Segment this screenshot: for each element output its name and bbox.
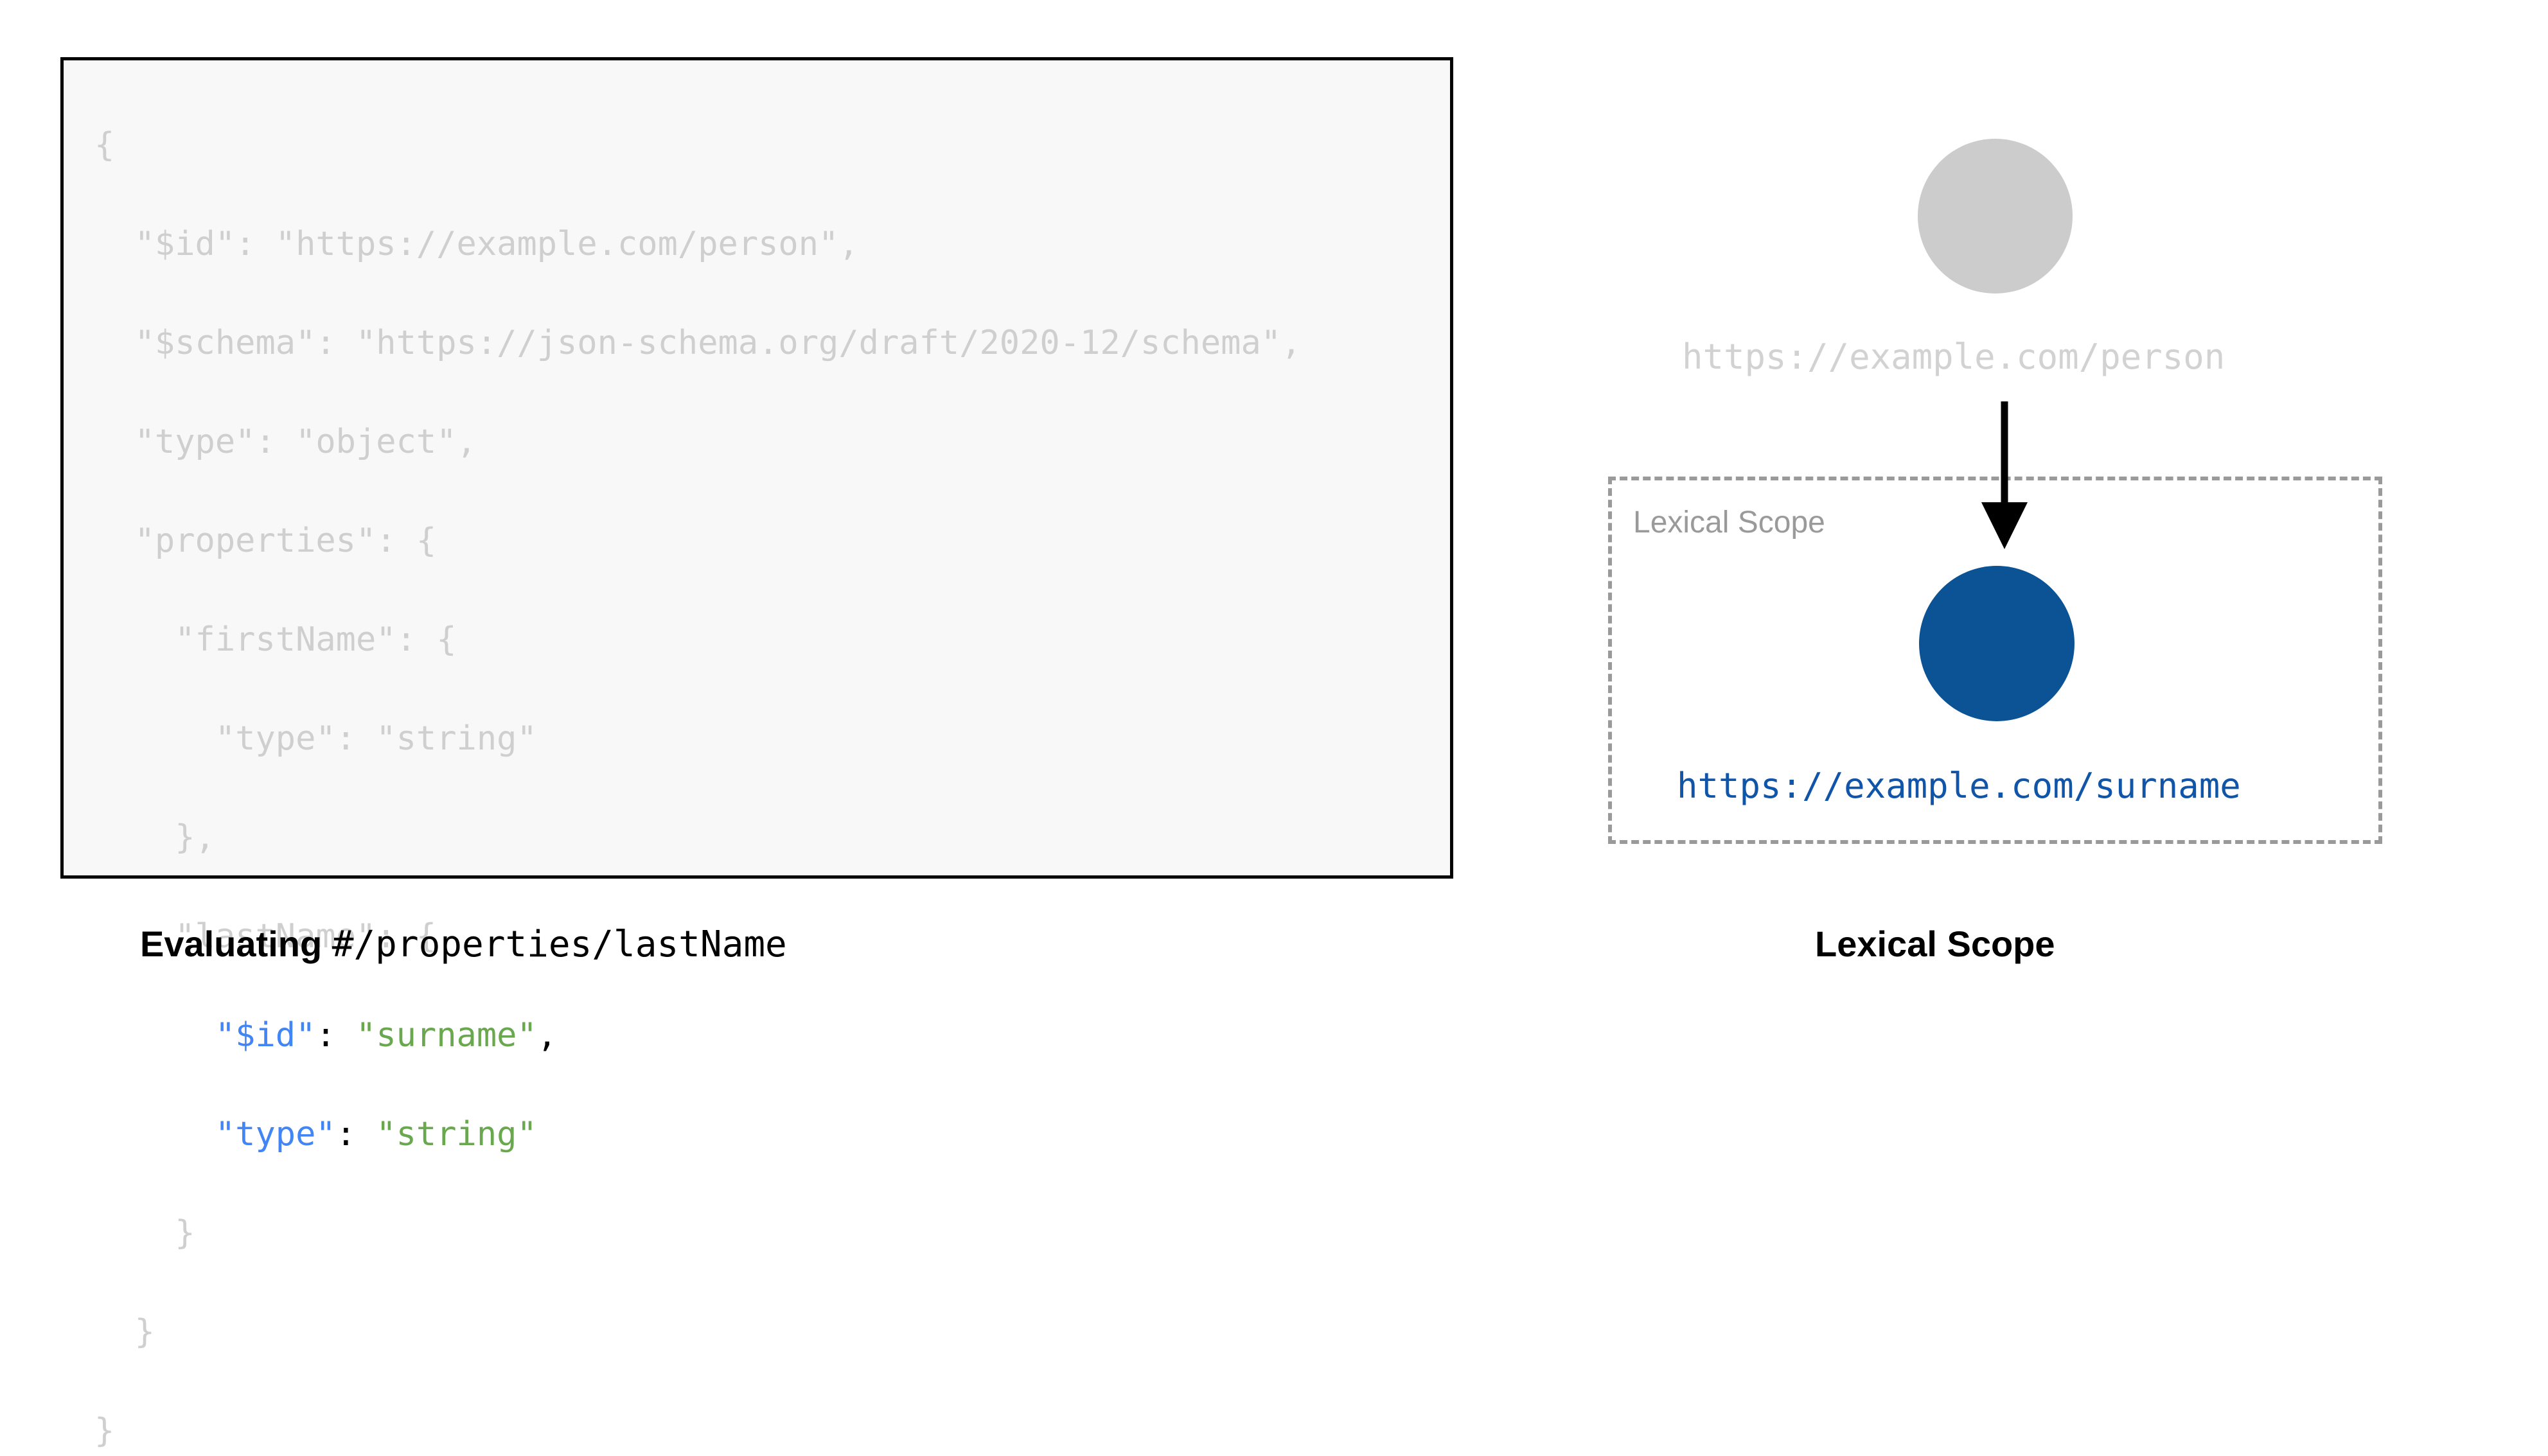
json-schema-code: { "$id": "https://example.com/person", "…	[94, 121, 1301, 1456]
code-token-comma: ,	[536, 1016, 558, 1055]
code-token-key: "type"	[215, 1115, 336, 1153]
right-caption: Lexical Scope	[1815, 924, 2055, 964]
code-line: }	[94, 1214, 195, 1252]
code-line: "properties": {	[94, 522, 437, 560]
downward-arrow-icon	[1981, 401, 2028, 549]
code-line: }	[94, 1412, 115, 1450]
code-line: "$id": "https://example.com/person",	[94, 225, 859, 263]
code-token-value: "string"	[376, 1115, 537, 1153]
code-line: {	[94, 126, 115, 164]
code-token-key: "$id"	[215, 1016, 316, 1055]
code-line: "type": "string"	[94, 1110, 1301, 1159]
code-line: "firstName": {	[94, 620, 457, 659]
inner-scope-node-circle	[1919, 566, 2075, 721]
code-line: },	[94, 818, 215, 857]
code-token-value: "surname"	[356, 1016, 537, 1055]
code-line: "$id": "surname",	[94, 1011, 1301, 1060]
code-line: "$schema": "https://json-schema.org/draf…	[94, 324, 1302, 362]
code-line: "type": "string"	[94, 719, 537, 758]
outer-scope-node-circle	[1918, 139, 2073, 294]
lexical-scope-diagram: https://example.com/person Lexical Scope…	[1542, 0, 2548, 1028]
code-line: "lastName": {	[94, 917, 437, 956]
code-line: }	[94, 1313, 155, 1351]
lexical-scope-boundary-label: Lexical Scope	[1633, 505, 1825, 539]
code-token-colon: :	[315, 1016, 357, 1055]
code-token-colon: :	[335, 1115, 376, 1153]
code-block-panel: { "$id": "https://example.com/person", "…	[60, 57, 1453, 1450]
inner-scope-node-label: https://example.com/surname	[1677, 766, 2241, 806]
outer-scope-node-label: https://example.com/person	[1682, 337, 2225, 377]
code-line: "type": "object",	[94, 423, 477, 461]
left-caption: Evaluating #/properties/lastName	[140, 921, 787, 968]
left-caption-prefix: Evaluating	[140, 924, 332, 964]
lexical-scope-boundary	[1608, 477, 2382, 844]
left-caption-pointer: #/properties/lastName	[332, 924, 787, 965]
